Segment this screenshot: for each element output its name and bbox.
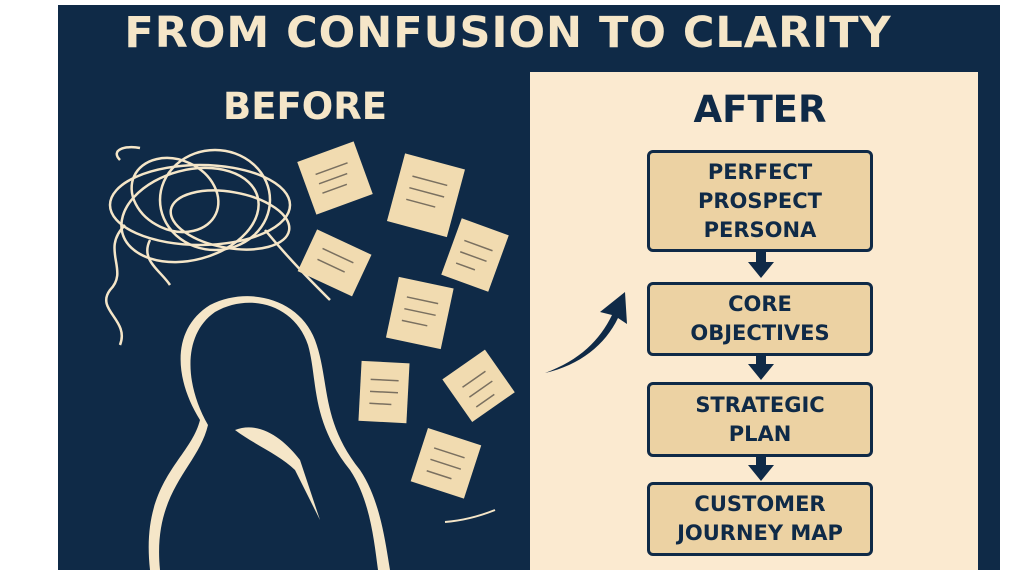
step-perfect-prospect-persona: PERFECT PROSPECT PERSONA [647,150,873,252]
tangled-thoughts-icon [104,145,331,346]
down-arrow-icon [748,457,774,481]
before-heading: BEFORE [223,85,387,128]
note-icon [442,349,515,423]
note-icon [358,360,410,424]
step-strategic-plan: STRATEGIC PLAN [647,382,873,457]
note-icon [441,218,509,292]
down-arrow-icon [748,252,774,278]
motion-line-icon [444,509,496,523]
flow-arrows [748,252,774,481]
step-core-objectives: CORE OBJECTIVES [647,282,873,356]
note-icon [386,153,465,238]
step-customer-journey-map: CUSTOMER JOURNEY MAP [647,482,873,556]
page-title: FROM CONFUSION TO CLARITY [124,8,892,58]
note-icon [297,229,372,297]
down-arrow-icon [748,356,774,380]
note-icon [410,428,482,499]
after-heading: AFTER [693,88,827,131]
transition-arrow-icon [545,292,627,373]
person-silhouette-icon [148,296,390,570]
note-icon [385,276,454,350]
note-icon [297,141,373,215]
scattered-notes-icons [297,141,515,499]
